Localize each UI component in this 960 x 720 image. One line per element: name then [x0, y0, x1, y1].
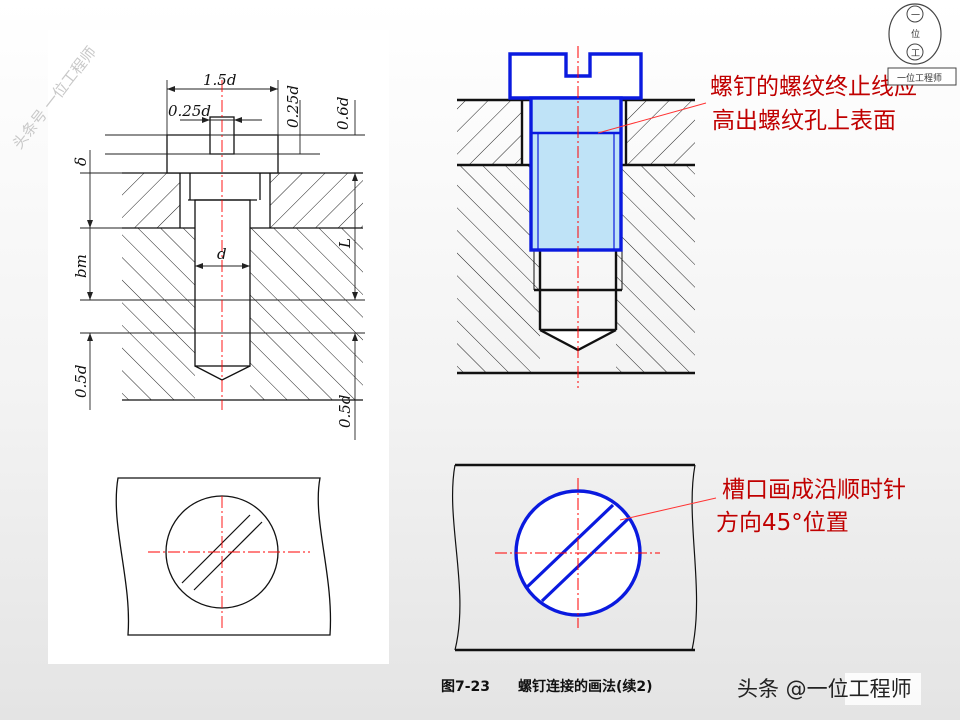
right-section-view [457, 46, 707, 388]
left-top-view [115, 477, 332, 636]
figure-label: 图7-23 [441, 679, 490, 695]
slot-note-leader [619, 497, 717, 521]
dim-1-5d: 1.5d [203, 71, 236, 89]
logo-glyph-2: 位 [911, 28, 920, 40]
highlighted-screw [508, 52, 643, 252]
slot-note-line-1: 槽口画成沿顺时针 [722, 477, 906, 503]
slot-note-line-2: 方向45°位置 [716, 510, 849, 536]
left-dimension-lines [80, 80, 365, 440]
logo: 一 位 工 一位工程师 [887, 3, 957, 86]
left-dimension-arrows [87, 86, 358, 341]
right-plate-outlines [457, 98, 695, 375]
dim-0-6d: 0.6d [334, 97, 352, 130]
dim-d: d [217, 245, 227, 263]
logo-glyph-3: 工 [911, 49, 920, 59]
figure-caption: 螺钉连接的画法(续2) [518, 678, 653, 695]
dim-delta: δ [72, 157, 90, 166]
dim-0-5d-right: 0.5d [336, 395, 354, 428]
dim-bm: bm [72, 254, 90, 278]
dim-0-25d-width: 0.25d [168, 102, 211, 120]
right-thread-lines [533, 250, 623, 290]
left-upper-plate [122, 173, 363, 228]
right-top-view [452, 463, 717, 652]
thread-note-leader [597, 102, 707, 134]
logo-glyph-1: 一 [911, 11, 920, 21]
dim-0-25d-depth: 0.25d [284, 85, 302, 128]
dim-0-5d-left: 0.5d [72, 365, 90, 398]
left-lower-plate [122, 228, 363, 400]
thread-note-line-1: 螺钉的螺纹终止线应 [710, 74, 917, 100]
thread-note-line-2: 高出螺纹孔上表面 [712, 108, 896, 134]
branding-text: 头条 @一位工程师 [737, 677, 912, 701]
left-drawing-panel: 头条号 一位工程师 [9, 30, 389, 664]
dim-L: L [336, 238, 354, 249]
branding-backdrop [845, 673, 921, 705]
logo-text: 一位工程师 [897, 72, 942, 84]
